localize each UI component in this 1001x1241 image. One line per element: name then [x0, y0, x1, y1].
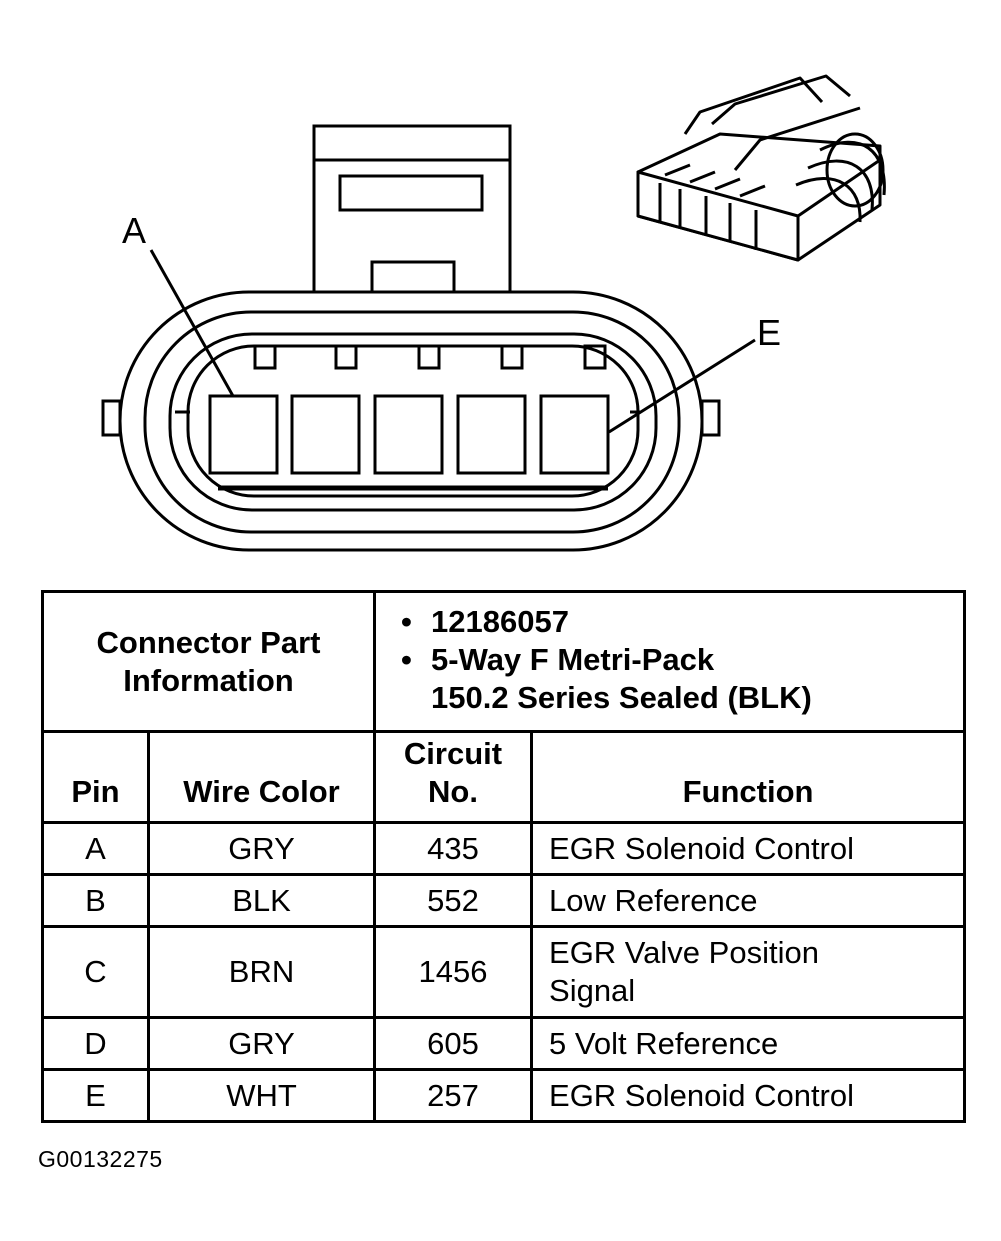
header-circuit-line1: Circuit: [403, 736, 503, 771]
pin-cell: E: [41, 1068, 150, 1123]
pin-cell: D: [41, 1016, 150, 1071]
circuit-cell: 605: [373, 1016, 534, 1071]
pin-cavity-c: [373, 394, 444, 475]
wire-color-cell: GRY: [146, 821, 377, 876]
function-cell: Low Reference: [530, 873, 967, 928]
connector-type: 5-Way F Metri-Pack 150.2 Series Sealed (…: [401, 641, 963, 717]
part-number: 12186057: [401, 603, 963, 641]
table-header-row: Pin Wire Color Circuit No. Function: [41, 730, 967, 824]
connector-type-line2: 150.2 Series Sealed (BLK): [431, 680, 812, 715]
part-info-heading-line2: Information: [123, 662, 294, 698]
pin-cell: A: [41, 821, 150, 876]
pin-label-a: A: [122, 210, 146, 251]
table-row: C BRN 1456 EGR Valve Position Signal: [41, 925, 967, 1019]
pin-cavity-b: [290, 394, 361, 475]
pin-cavity-a: [208, 394, 279, 475]
table-row: B BLK 552 Low Reference: [41, 873, 967, 928]
connector-type-line1: 5-Way F Metri-Pack: [431, 642, 715, 677]
pin-cavity-d: [456, 394, 527, 475]
function-cell: EGR Solenoid Control: [530, 821, 967, 876]
header-function: Function: [530, 730, 967, 824]
pin-cell: B: [41, 873, 150, 928]
part-info-details: 12186057 5-Way F Metri-Pack 150.2 Series…: [373, 590, 967, 733]
circuit-cell: 552: [373, 873, 534, 928]
part-info-heading: Connector Part Information: [40, 590, 377, 733]
table-row: D GRY 605 5 Volt Reference: [41, 1016, 967, 1071]
circuit-cell: 257: [373, 1068, 534, 1123]
table-row: E WHT 257 EGR Solenoid Control: [41, 1068, 967, 1123]
table-row: A GRY 435 EGR Solenoid Control: [41, 821, 967, 876]
function-cell: 5 Volt Reference: [530, 1016, 967, 1071]
function-line1: EGR Valve Position: [549, 935, 819, 970]
part-info-heading-line1: Connector Part: [96, 624, 321, 660]
pin-label-e: E: [757, 312, 781, 353]
function-cell: EGR Valve Position Signal: [530, 925, 967, 1019]
figure-code: G00132275: [38, 1146, 163, 1172]
function-line2: Signal: [549, 973, 636, 1008]
connector-pinout-table: Connector Part Information 12186057 5-Wa…: [40, 590, 967, 1123]
pin-cell: C: [41, 925, 150, 1019]
wire-color-cell: WHT: [146, 1068, 377, 1123]
header-wire-color: Wire Color: [146, 730, 377, 824]
pin-cavity-e: [539, 394, 610, 475]
connector-diagram: A E: [101, 74, 886, 552]
connector-3d-illustration: [636, 74, 886, 262]
circuit-cell: 435: [373, 821, 534, 876]
function-cell: EGR Solenoid Control: [530, 1068, 967, 1123]
part-info-row: Connector Part Information 12186057 5-Wa…: [40, 590, 967, 733]
header-circuit-line2: No.: [428, 774, 478, 809]
header-circuit-no: Circuit No.: [373, 730, 534, 824]
header-pin: Pin: [41, 730, 150, 824]
circuit-cell: 1456: [373, 925, 534, 1019]
wire-color-cell: BLK: [146, 873, 377, 928]
wire-color-cell: GRY: [146, 1016, 377, 1071]
wire-color-cell: BRN: [146, 925, 377, 1019]
